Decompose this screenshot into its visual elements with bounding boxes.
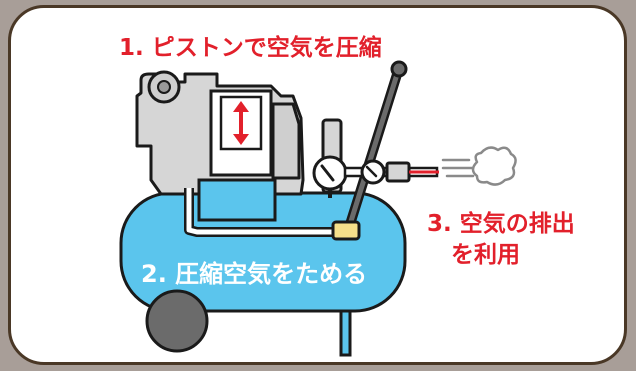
step-2-label: 2. 圧縮空気をためる xyxy=(141,260,368,288)
step-3-label-line2: を利用 xyxy=(451,242,520,268)
check-valve-box xyxy=(197,178,277,222)
handle-knob xyxy=(390,60,408,78)
diagram-card: 1. ピストンで空気を圧縮 2. 圧縮空気をためる 3. 空気の排出 を利用 xyxy=(8,5,627,365)
handle-bar xyxy=(344,65,402,237)
wheel xyxy=(145,289,209,353)
intake-pipe xyxy=(186,188,337,235)
outlet-gauge-icon xyxy=(360,159,386,185)
motor-cap-center xyxy=(157,80,171,94)
air-puff-icon xyxy=(441,146,517,186)
step-3-label-line1: 3. 空気の排出 xyxy=(427,211,575,237)
double-arrow-updown-icon xyxy=(233,101,249,145)
hose-coupler xyxy=(385,161,411,183)
motor-side-panel xyxy=(271,102,301,180)
air-compressor-diagram xyxy=(119,60,517,357)
step-1-label: 1. ピストンで空気を圧縮 xyxy=(119,35,382,61)
drain-valve xyxy=(331,220,361,241)
